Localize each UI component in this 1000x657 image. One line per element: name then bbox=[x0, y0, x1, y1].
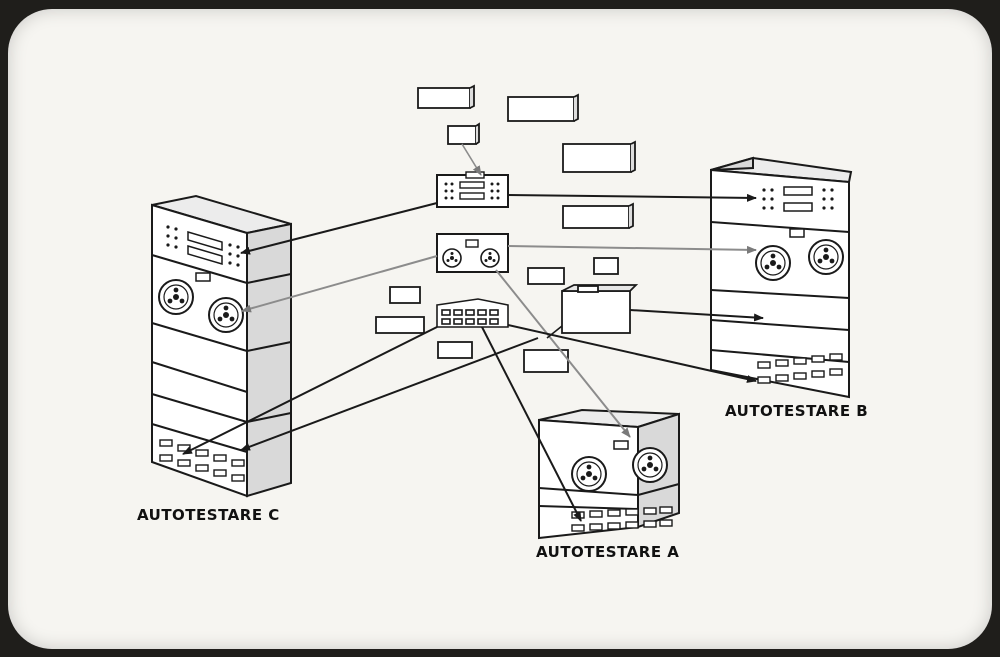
module-box-1 bbox=[417, 84, 475, 109]
module-box-7 bbox=[593, 257, 619, 275]
arrow-central-to-b bbox=[629, 309, 764, 322]
module-box-10 bbox=[437, 341, 473, 359]
arrow-panel-to-c bbox=[240, 202, 438, 255]
arrow-box3-to-panel bbox=[461, 143, 482, 176]
diagram bbox=[151, 84, 853, 540]
label-autotestare-c: AUTOTESTARE C bbox=[137, 506, 280, 524]
arrow-keypad-to-b bbox=[507, 324, 757, 383]
autotestare-c-tape-reels bbox=[158, 272, 244, 333]
autotestare-c-panel bbox=[166, 225, 240, 267]
autotestare-b-cabinet bbox=[710, 156, 853, 399]
arrow-tape-to-a bbox=[495, 269, 631, 438]
arrow-tape-to-c bbox=[241, 255, 438, 313]
module-box-4 bbox=[562, 140, 636, 173]
module-box-6 bbox=[527, 267, 565, 285]
connector-central-stub bbox=[546, 325, 563, 339]
control-panel-unit bbox=[436, 171, 509, 208]
autotestare-b-tape-reels bbox=[755, 228, 844, 281]
arrow-tape-to-b bbox=[507, 245, 757, 254]
arrow-central-to-c-bottom bbox=[240, 337, 539, 451]
autotestare-b-keypad bbox=[757, 353, 843, 384]
autotestare-a-tape-reels bbox=[571, 440, 668, 492]
module-box-11 bbox=[523, 349, 569, 373]
module-box-central bbox=[561, 284, 639, 334]
module-boxes bbox=[375, 84, 639, 373]
autotestare-c-cabinet bbox=[151, 194, 292, 498]
keypad-unit-central bbox=[436, 298, 509, 328]
label-autotestare-a: AUTOTESTARE A bbox=[536, 543, 680, 561]
label-autotestare-b: AUTOTESTARE B bbox=[725, 402, 869, 420]
autotestare-b-panel bbox=[762, 186, 834, 212]
arrow-keypad-to-a bbox=[481, 326, 582, 522]
module-box-9 bbox=[375, 316, 425, 334]
connection-arrows bbox=[182, 143, 764, 522]
arrow-keypad-to-c bbox=[182, 326, 438, 455]
module-box-2 bbox=[507, 93, 579, 122]
module-box-5 bbox=[562, 202, 634, 229]
arrow-panel-to-b bbox=[507, 193, 757, 202]
module-box-3 bbox=[447, 122, 480, 145]
slide-frame: AUTOTESTARE C AUTOTESTARE A AUTOTESTARE … bbox=[8, 9, 992, 649]
module-box-8 bbox=[389, 286, 421, 304]
tape-unit-central bbox=[436, 233, 509, 273]
